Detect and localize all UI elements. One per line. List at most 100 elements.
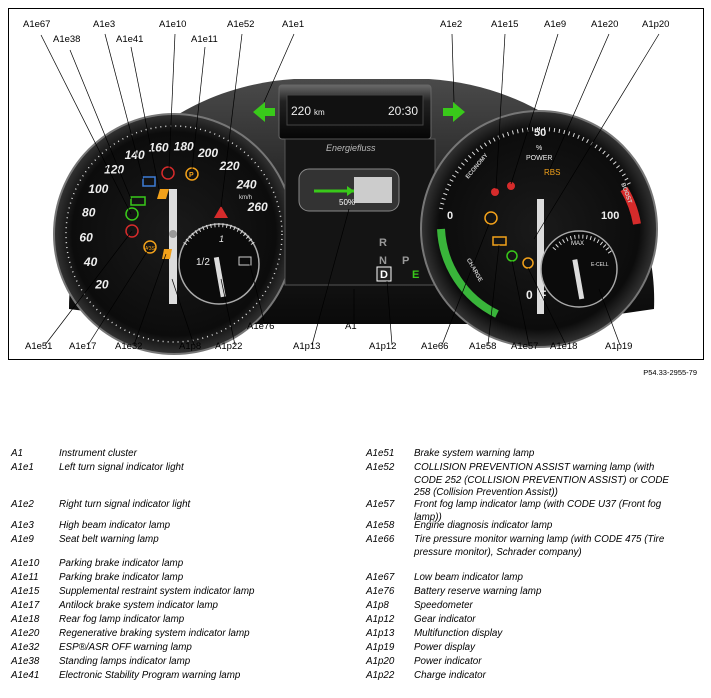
legend-description: Battery reserve warning lamp (414, 586, 542, 597)
legend-description: Regenerative braking system indicator la… (59, 628, 250, 639)
callout-a1e20: A1e20 (591, 19, 619, 30)
top-display (286, 94, 424, 126)
legend-code: A1e76 (366, 586, 395, 597)
brake-warning-icon (125, 224, 139, 238)
callout-a1e52: A1e52 (227, 19, 255, 30)
callout-a1e17: A1e17 (69, 341, 97, 352)
abs-icon-label: ABS (145, 246, 156, 252)
leader-lines (40, 33, 660, 346)
airbag-icon (491, 188, 499, 196)
legend-description: Standing lamps indicator lamp (59, 656, 191, 667)
power-gauge-zero: 0 (526, 288, 533, 302)
power-ecell: E-CELL (591, 262, 609, 268)
speed-tick-label: 140 (125, 148, 145, 162)
power-percent: % (536, 145, 542, 152)
warning-icons: ABS P (125, 166, 534, 269)
legend-code: A1 (11, 448, 23, 459)
gear-e: E (412, 269, 419, 281)
callout-a1: A1 (345, 321, 357, 332)
high-beam-icon (142, 176, 156, 187)
power-needle (537, 199, 544, 314)
abs-icon (143, 240, 157, 254)
legend-description: Rear fog lamp indicator lamp (59, 614, 185, 625)
legend-description: Parking brake indicator lamp (59, 558, 184, 569)
legend-description: Left turn signal indicator light (59, 462, 184, 473)
legend-description: Electronic Stability Program warning lam… (59, 670, 241, 681)
legend-code: A1e51 (366, 448, 395, 459)
speed-tick-label: 200 (197, 146, 218, 160)
speedometer-needle (169, 189, 177, 304)
speed-tick-label: 240 (236, 177, 257, 191)
callout-a1e57: A1e57 (511, 341, 539, 352)
legend-code: A1p8 (366, 600, 389, 611)
callout-a1e67: A1e67 (23, 19, 51, 30)
callout-a1e32: A1e32 (115, 341, 143, 352)
charge-half: 1/2 (196, 257, 210, 268)
legend-description: Supplemental restraint system indicator … (59, 586, 255, 597)
legend-code: A1p20 (366, 656, 395, 667)
esp-icon (157, 189, 169, 199)
legend-code: A1e52 (366, 462, 395, 473)
legend-code: A1e66 (366, 534, 395, 545)
legend-code: A1e10 (11, 558, 40, 569)
standing-lamps-icon (130, 196, 146, 206)
gear-d-box (376, 266, 392, 282)
legend-code: A1e18 (11, 614, 40, 625)
callout-a1e10: A1e10 (159, 19, 187, 30)
speed-tick-label: 260 (247, 200, 268, 214)
legend-code: A1e20 (11, 628, 40, 639)
right-turn-arrow-icon (443, 102, 465, 122)
legend-code: A1p22 (366, 670, 395, 681)
callout-a1e18: A1e18 (550, 341, 578, 352)
esp-off-icon (162, 249, 172, 259)
multifunction-display (284, 138, 436, 286)
legend-code: A1e17 (11, 600, 40, 611)
legend-code: A1p13 (366, 628, 395, 639)
legend-code: A1e67 (366, 572, 395, 583)
callout-a1p19: A1p19 (605, 341, 633, 352)
power-gauge: MAX E-CELL 0 F (526, 230, 618, 308)
legend-description: Low beam indicator lamp (414, 572, 523, 583)
center-panel: 220 km 20:30 Energiefluss 50% R N P D E (253, 84, 465, 286)
power-gauge-f: F (539, 288, 546, 302)
speed-tick-label: 20 (94, 278, 109, 292)
low-beam-icon (125, 207, 139, 221)
callout-a1p8: A1p8 (179, 341, 202, 352)
power-max: MAX (571, 241, 584, 247)
legend-description: COLLISION PREVENTION ASSIST warning lamp… (414, 462, 669, 498)
callout-a1e38: A1e38 (53, 34, 81, 45)
power-hundred: 100 (601, 210, 619, 222)
left-turn-arrow-icon (253, 102, 275, 122)
legend-code: A1e9 (11, 534, 34, 545)
legend-code: A1p19 (366, 642, 395, 653)
speed-tick-label: 160 (149, 140, 169, 154)
callout-a1e58: A1e58 (469, 341, 497, 352)
speed-tick-label: 40 (83, 255, 98, 269)
legend-description: Tire pressure monitor warning lamp (with… (414, 534, 665, 558)
callout-a1e41: A1e41 (116, 34, 144, 45)
boost-zone (620, 186, 641, 225)
legend-code: A1e58 (366, 520, 395, 531)
energy-title: Energiefluss (326, 143, 376, 153)
range-unit: km (314, 108, 325, 117)
legend-description: Power indicator (414, 656, 482, 667)
parking-brake-red-icon (161, 166, 175, 180)
charge-gauge: 1/2 1 (178, 223, 260, 305)
legend-description: Antilock brake system indicator lamp (59, 600, 218, 611)
rbs-word: RBS (544, 168, 560, 177)
tire-pressure-icon (484, 211, 498, 225)
legend-code: A1e41 (11, 670, 40, 681)
legend-code: A1e11 (11, 572, 39, 583)
callout-a1e76: A1e76 (247, 321, 275, 332)
speed-tick-label: 180 (174, 140, 194, 154)
callout-a1e3: A1e3 (93, 19, 116, 30)
legend-description: Multifunction display (414, 628, 503, 639)
engine-diagnosis-icon (492, 236, 507, 246)
callout-a1e51: A1e51 (25, 341, 53, 352)
legend-description: Brake system warning lamp (414, 448, 535, 459)
power-meter-dial: 0 50 100 % POWER ECONOMY CHARGE BOOST RB… (420, 110, 658, 348)
power-fifty: 50 (534, 127, 546, 139)
legend-code: A1e15 (11, 586, 40, 597)
